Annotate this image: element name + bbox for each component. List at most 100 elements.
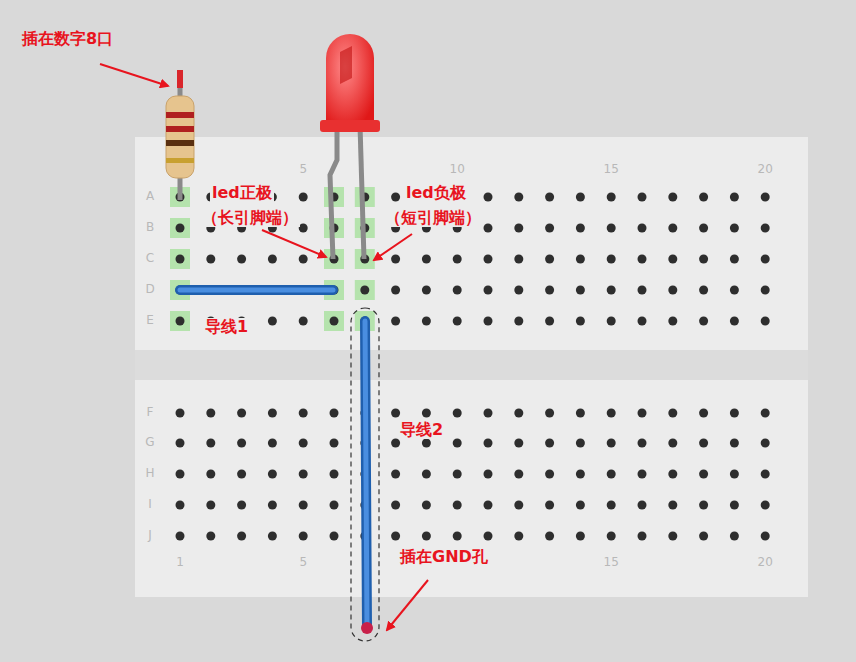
breadboard-body <box>135 137 808 597</box>
annotation-text: （长引脚端） <box>200 209 300 227</box>
hole <box>514 532 523 541</box>
hole <box>391 255 400 264</box>
wire-label: 导线2 <box>398 421 445 439</box>
row-letter: B <box>146 221 154 235</box>
hole <box>514 409 523 418</box>
hole <box>299 501 308 510</box>
jumper-wires <box>180 290 379 641</box>
row-letter: C <box>146 252 154 266</box>
hole <box>761 439 770 448</box>
hole <box>391 409 400 418</box>
hole <box>453 439 462 448</box>
breadboard-holes <box>176 193 770 541</box>
hole <box>638 532 647 541</box>
hole <box>730 439 739 448</box>
highlight-square <box>355 280 375 300</box>
hole <box>730 409 739 418</box>
hole <box>761 224 770 233</box>
hole <box>453 317 462 326</box>
hole <box>545 224 554 233</box>
wire-label: 导线1 <box>203 318 250 336</box>
hole <box>668 470 677 479</box>
hole <box>638 286 647 295</box>
annotation-text: 插在GND孔 <box>398 548 490 566</box>
highlight-square <box>170 249 190 269</box>
hole <box>545 193 554 202</box>
hole <box>761 501 770 510</box>
hole <box>422 439 431 448</box>
hole <box>422 317 431 326</box>
hole <box>484 532 493 541</box>
hole <box>391 532 400 541</box>
led-symbol <box>320 34 380 259</box>
highlight-square <box>324 187 344 207</box>
hole <box>453 470 462 479</box>
annotation-text: 插在数字8口 <box>20 30 115 48</box>
hole <box>545 286 554 295</box>
hole <box>176 439 185 448</box>
hole <box>699 439 708 448</box>
annotation-text: led负极 <box>404 184 468 202</box>
hole <box>668 501 677 510</box>
hole <box>607 286 616 295</box>
hole <box>299 532 308 541</box>
hole <box>268 255 277 264</box>
hole <box>761 532 770 541</box>
hole <box>330 501 339 510</box>
hole <box>299 255 308 264</box>
hole <box>484 255 493 264</box>
row-letter: I <box>148 498 152 512</box>
hole <box>730 193 739 202</box>
column-number: 20 <box>758 556 773 570</box>
hole <box>422 532 431 541</box>
hole <box>576 532 585 541</box>
hole <box>176 317 185 326</box>
hole <box>484 470 493 479</box>
hole <box>638 193 647 202</box>
hole <box>576 224 585 233</box>
column-number: 5 <box>299 163 307 177</box>
hole <box>391 501 400 510</box>
hole <box>268 439 277 448</box>
hole <box>206 470 215 479</box>
hole <box>699 532 708 541</box>
column-number: 15 <box>604 556 619 570</box>
hole <box>699 193 708 202</box>
hole <box>484 409 493 418</box>
hole <box>668 255 677 264</box>
hole <box>330 439 339 448</box>
hole <box>422 409 431 418</box>
hole <box>730 317 739 326</box>
hole <box>699 470 708 479</box>
hole <box>668 439 677 448</box>
hole <box>576 470 585 479</box>
hole <box>453 255 462 264</box>
hole <box>699 255 708 264</box>
hole <box>268 409 277 418</box>
hole <box>576 409 585 418</box>
hole <box>545 255 554 264</box>
hole <box>176 255 185 264</box>
hole <box>668 317 677 326</box>
hole <box>176 501 185 510</box>
hole <box>699 286 708 295</box>
hole <box>607 501 616 510</box>
hole <box>237 532 246 541</box>
hole <box>514 255 523 264</box>
hole <box>514 317 523 326</box>
hole <box>237 439 246 448</box>
hole <box>422 286 431 295</box>
column-number: 5 <box>299 556 307 570</box>
hole <box>299 470 308 479</box>
hole <box>576 501 585 510</box>
hole <box>484 439 493 448</box>
row-letter: D <box>145 283 154 297</box>
hole <box>514 470 523 479</box>
hole <box>268 470 277 479</box>
hole <box>607 439 616 448</box>
hole <box>668 532 677 541</box>
hole <box>514 501 523 510</box>
leader-arrows <box>100 64 428 630</box>
hole <box>545 317 554 326</box>
hole <box>607 224 616 233</box>
